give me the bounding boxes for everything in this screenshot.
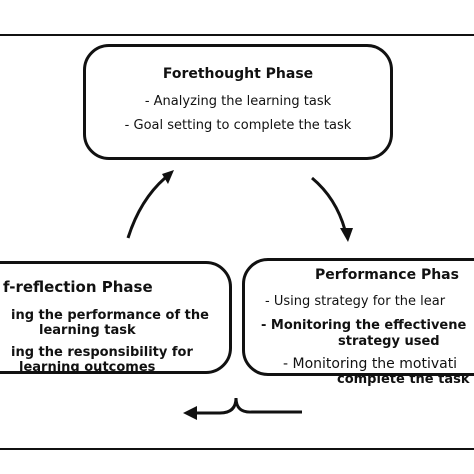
performance-item-1: - Using strategy for the lear (265, 294, 446, 309)
self-reflection-item-2-cont: learning outcomes (19, 360, 156, 375)
performance-item-2: - Monitoring the effectivene (261, 318, 467, 333)
forethought-item-1: - Analyzing the learning task (144, 94, 332, 109)
arrowhead-to-reflection (183, 406, 197, 420)
self-reflection-item-1-cont: learning task (39, 323, 136, 338)
forethought-item-2: - Goal setting to complete the task (124, 118, 352, 133)
arrow-reflection-to-forethought (126, 176, 166, 239)
performance-item-3: - Monitoring the motivati (283, 356, 458, 372)
performance-phase-title: Performance Phas (315, 267, 459, 283)
arrowhead-to-performance (340, 228, 353, 242)
arrow-performance-to-reflection (196, 397, 302, 415)
arrowhead-to-forethought (162, 170, 174, 184)
forethought-phase-title: Forethought Phase (162, 66, 314, 82)
self-reflection-phase-box: f-reflection Phase ing the performance o… (0, 261, 232, 375)
forethought-phase-box: Forethought Phase - Analyzing the learni… (83, 44, 393, 160)
performance-item-3-cont: complete the task (337, 372, 470, 387)
self-reflection-item-2: ing the responsibility for (11, 345, 193, 360)
self-reflection-phase-title: f-reflection Phase (3, 278, 153, 296)
performance-phase-box: Performance Phas - Using strategy for th… (242, 258, 474, 387)
performance-item-2-cont: strategy used (338, 334, 440, 349)
self-reflection-item-1: ing the performance of the (11, 308, 209, 323)
arrow-forethought-to-performance (311, 176, 347, 231)
